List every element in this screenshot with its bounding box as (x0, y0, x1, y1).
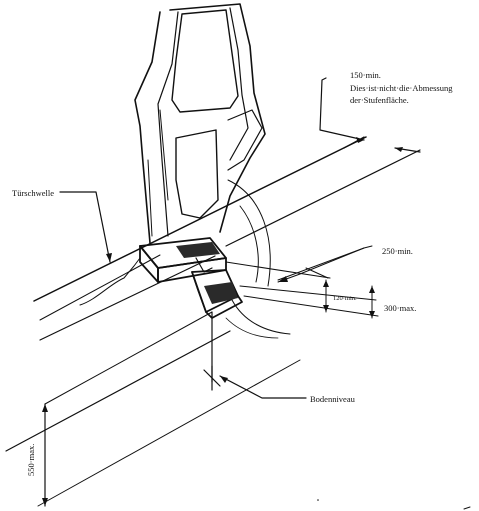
label-ground-level: Bodenniveau (310, 394, 356, 404)
dim-550-lines (37, 311, 301, 507)
label-max-300: 300·max. (384, 303, 416, 313)
label-door-sill: Türschwelle (12, 188, 54, 198)
ground-plane (5, 254, 231, 452)
dim-120-lines (323, 279, 329, 313)
door-sill-line (33, 136, 367, 341)
label-min-250: 250·min. (382, 246, 413, 256)
dim-300-lines (369, 285, 375, 319)
upper-step-tread (176, 242, 220, 258)
wheel-arch (225, 179, 291, 339)
stray-marks (317, 499, 471, 510)
dim-150-lines (225, 77, 421, 247)
label-min-150: 150·min. (350, 70, 381, 80)
ground-level-marker (203, 365, 307, 399)
label-min-120: 120·min. (333, 295, 357, 302)
vehicle-door-outline (134, 3, 266, 244)
step-assembly (139, 237, 243, 319)
lower-step-tread (204, 282, 238, 304)
label-note-line1: Dies·ist·nicht·die·Abmessung (350, 83, 453, 93)
label-max-550: 550·max. (26, 444, 36, 476)
door-sill-leader (59, 191, 112, 263)
dim-250-lines (225, 245, 379, 317)
label-note-line2: der·Stufenfläche. (350, 95, 409, 105)
